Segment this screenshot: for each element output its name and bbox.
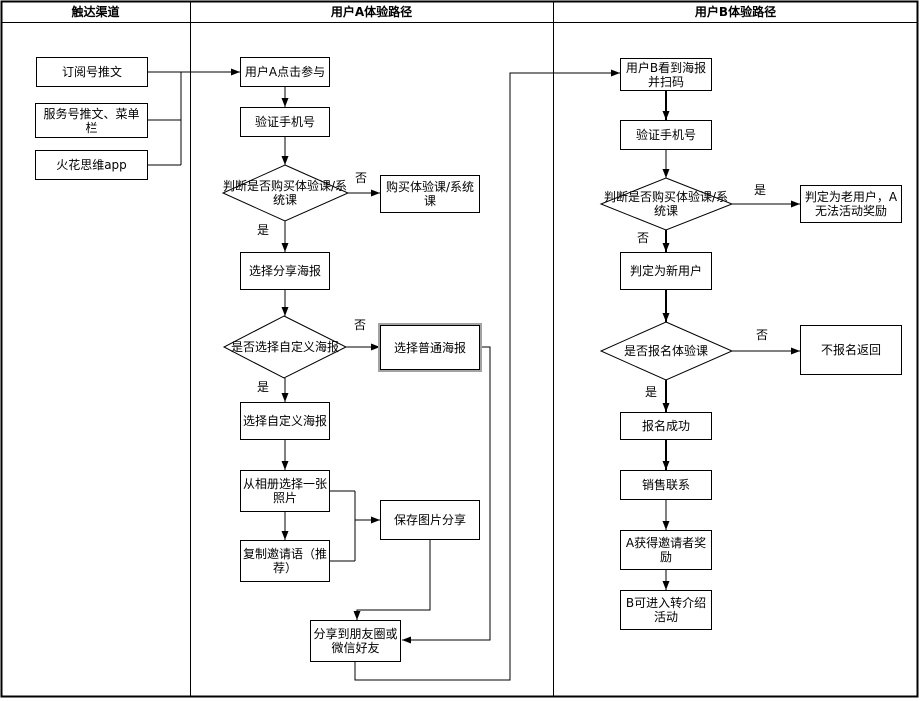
node-label: 保存图片分享 <box>393 513 466 527</box>
node-a-save-image: 保存图片分享 <box>380 500 480 540</box>
node-a-choose-custom-poster: 选择自定义海报 <box>240 402 330 440</box>
node-a-share-moments: 分享到朋友圈或微信好友 <box>310 620 401 662</box>
node-b-a-reward: A获得邀请者奖励 <box>620 530 712 570</box>
node-huahua-app: 火花思维app <box>35 150 148 180</box>
node-label: 销售联系 <box>641 478 690 492</box>
decision-b-signup-label: 是否报名体验课 <box>623 344 708 358</box>
node-label: 服务号推文、菜单栏 <box>43 106 140 135</box>
node-label: A获得邀请者奖励 <box>625 536 707 564</box>
node-label: 不报名返回 <box>820 343 881 357</box>
node-label: B可进入转介绍活动 <box>625 596 707 624</box>
decision-a-custom-poster-shape <box>222 315 348 379</box>
node-b-old-user: 判定为老用户，A无法活动奖励 <box>800 185 902 223</box>
node-label: 火花思维app <box>56 158 127 172</box>
edge-a-normal-poster-to-share <box>402 346 491 644</box>
node-label: 判定为新用户 <box>629 264 702 278</box>
decision-b-signup-shape <box>599 321 734 381</box>
lane-title-user-a: 用户A体验路径 <box>330 5 413 19</box>
edge-label-yes: 是 <box>644 385 659 399</box>
edge-channels-join <box>148 72 182 166</box>
node-b-referral: B可进入转介绍活动 <box>620 590 712 630</box>
decision-a-custom-poster-label: 是否选择自定义海报 <box>230 340 339 354</box>
node-label: 购买体验课/系统课 <box>385 180 475 208</box>
node-b-sales-contact: 销售联系 <box>620 470 712 500</box>
node-a-choose-share-poster: 选择分享海报 <box>240 252 330 290</box>
lane-title-user-b: 用户B体验路径 <box>694 5 777 19</box>
node-b-signup-success: 报名成功 <box>620 412 712 440</box>
node-a-pick-photo: 从相册选择一张照片 <box>240 470 330 512</box>
node-b-see-poster: 用户B看到海报并扫码 <box>620 58 712 91</box>
node-a-copy-invite: 复制邀请语（推荐） <box>240 540 330 582</box>
edge-label-yes: 是 <box>256 380 271 394</box>
edge-label-yes: 是 <box>256 223 271 237</box>
edge-a-save-to-share <box>353 540 431 620</box>
node-a-verify-phone: 验证手机号 <box>240 107 330 137</box>
node-service-post-menu: 服务号推文、菜单栏 <box>35 103 148 138</box>
node-subscription-post: 订阅号推文 <box>36 57 148 87</box>
node-b-verify-phone: 验证手机号 <box>620 120 712 150</box>
edge-label-no: 否 <box>353 318 368 332</box>
node-label: 用户A点击参与 <box>244 65 326 79</box>
node-label: 判定为老用户，A无法活动奖励 <box>804 190 898 218</box>
node-label: 订阅号推文 <box>61 65 122 79</box>
node-label: 选择分享海报 <box>248 264 321 278</box>
node-label: 用户B看到海报并扫码 <box>625 60 707 89</box>
node-b-new-user: 判定为新用户 <box>620 252 712 290</box>
node-label: 验证手机号 <box>254 115 315 129</box>
decision-b-purchase-label: 判断是否购买体验课/系统课 <box>603 190 729 218</box>
node-label: 报名成功 <box>641 419 690 433</box>
node-a-choose-normal-poster: 选择普通海报 <box>378 323 482 372</box>
edge-label-no: 否 <box>354 171 369 185</box>
node-label: 从相册选择一张照片 <box>243 477 328 505</box>
decision-a-purchase-label: 判断是否购买体验课/系统课 <box>222 179 348 207</box>
node-b-no-signup: 不报名返回 <box>800 325 902 375</box>
edge-label-yes: 是 <box>753 183 768 197</box>
node-label: 复制邀请语（推荐） <box>243 547 328 575</box>
edge-label-no: 否 <box>755 328 770 342</box>
decision-a-purchase-shape <box>221 164 350 222</box>
node-label: 选择自定义海报 <box>243 414 328 428</box>
node-a-buy-course: 购买体验课/系统课 <box>380 175 480 213</box>
node-label: 验证手机号 <box>635 128 696 142</box>
node-label: 选择普通海报 <box>393 340 466 355</box>
node-label: 分享到朋友圈或微信好友 <box>313 627 398 655</box>
edge-label-no: 否 <box>636 231 651 245</box>
decision-b-purchase-shape <box>599 177 734 231</box>
lane-title-channels: 触达渠道 <box>71 5 120 19</box>
edge-a-share-to-b-see-poster <box>354 69 620 681</box>
node-a-click-join: 用户A点击参与 <box>240 57 330 87</box>
